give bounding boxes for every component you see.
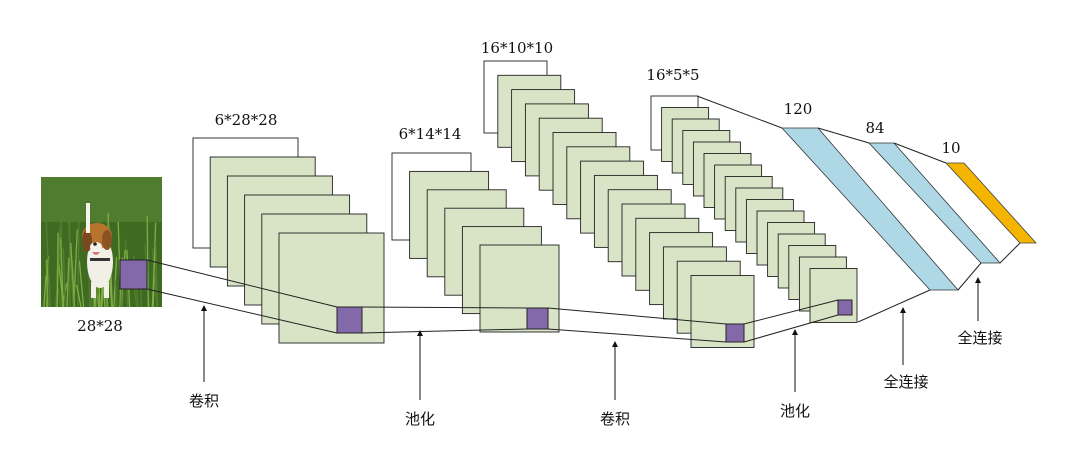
output-label: 10 xyxy=(941,139,960,157)
grass-blade xyxy=(88,270,91,308)
c1-feature-map xyxy=(278,232,385,344)
grass-blade xyxy=(146,215,149,308)
grass-blade xyxy=(155,241,159,308)
s4-kernel-window xyxy=(837,299,853,316)
operation-arrows xyxy=(201,277,981,400)
op-label-conv-1: 卷积 xyxy=(189,392,219,410)
input-image xyxy=(41,177,162,308)
c1-kernel-window xyxy=(336,306,363,334)
grass-blade xyxy=(66,257,70,308)
grass-blade xyxy=(114,280,118,308)
feature-maps-c3 xyxy=(483,60,755,348)
c3-kernel-window xyxy=(725,323,745,343)
feature-maps-s4 xyxy=(650,95,858,323)
connection-lines xyxy=(146,95,931,343)
grass-blade xyxy=(62,247,66,308)
feature-maps-s2 xyxy=(391,152,560,333)
op-label-fc-2: 全连接 xyxy=(957,329,1002,347)
c1-size-label: 6*28*28 xyxy=(215,111,278,129)
grass-blade xyxy=(43,275,47,308)
fc-layers xyxy=(781,127,1037,291)
op-label-conv-2: 卷积 xyxy=(600,410,630,428)
grass-blade xyxy=(70,243,76,308)
grass-blade xyxy=(78,260,85,308)
feature-maps-c1 xyxy=(192,137,385,344)
input-kernel-window xyxy=(119,259,148,290)
grass-blade xyxy=(151,248,158,308)
grass-blade xyxy=(59,237,64,308)
op-label-pool-1: 池化 xyxy=(405,410,435,428)
fc-layer-10 xyxy=(945,162,1037,244)
c3-feature-map xyxy=(690,275,755,348)
op-label-pool-2: 池化 xyxy=(780,402,810,420)
grass-blade xyxy=(56,232,59,308)
dog-icon xyxy=(82,203,113,298)
input-size-label: 28*28 xyxy=(77,317,123,335)
c3-size-label: 16*10*10 xyxy=(481,39,553,57)
grass-blade xyxy=(75,284,82,308)
background-blur xyxy=(41,177,162,222)
f6-label: 84 xyxy=(865,119,884,137)
f5-label: 120 xyxy=(784,100,813,118)
grass-blade xyxy=(45,220,51,308)
grass-blade xyxy=(151,240,156,308)
s2-kernel-window xyxy=(526,307,549,330)
op-label-fc-1: 全连接 xyxy=(883,373,928,391)
s4-size-label: 16*5*5 xyxy=(646,66,699,84)
grass-blade xyxy=(67,215,74,308)
s2-size-label: 6*14*14 xyxy=(399,125,462,143)
